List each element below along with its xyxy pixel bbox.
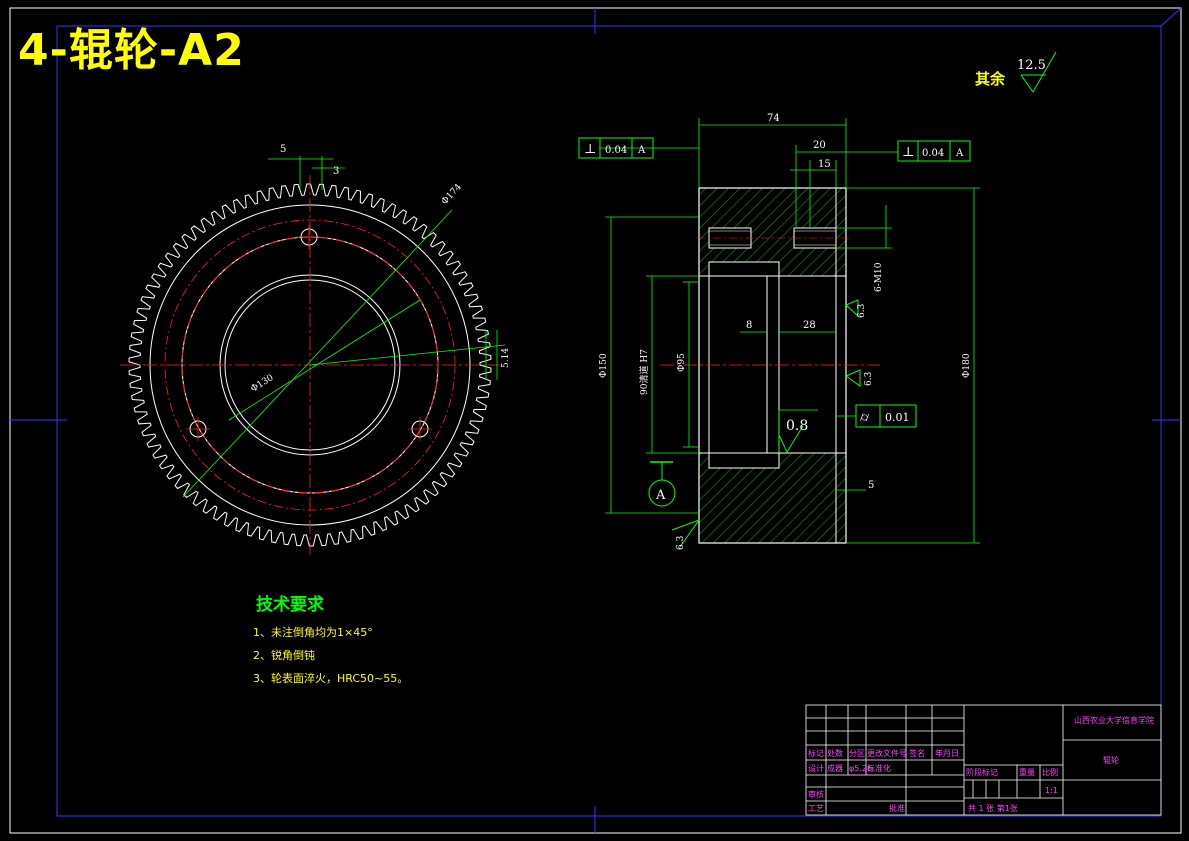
tb-date: 年月日: [935, 748, 959, 758]
tooth-leader: [309, 344, 506, 366]
bolt-hole: [186, 417, 210, 441]
tb-school: 山西农业大学信息学院: [1074, 715, 1154, 725]
inner-border: [56, 25, 1162, 817]
tech-requirements-title: 技术要求: [256, 595, 324, 615]
diameter-leader-174: [182, 209, 453, 498]
dim-5-label: 5: [280, 144, 286, 155]
roughness-6.3-upper: 6.3: [857, 303, 867, 318]
tb-audit: 审核: [808, 789, 824, 799]
tb-stage: 阶段标记: [966, 767, 998, 777]
dim-180-label: Φ180: [962, 353, 972, 378]
front-view: 5 3 Φ174 Φ130 5.14: [120, 144, 511, 555]
svg-text:⌭: ⌭: [860, 410, 870, 425]
tb-change-doc: 更改文件号: [867, 748, 907, 758]
dim-bore-label: Φ95: [677, 353, 687, 372]
roughness-symbol-upper: [845, 299, 859, 318]
tb-scale-value: 1:1: [1045, 786, 1058, 795]
tolerance-frame-left: ⊥ 0.04 A: [578, 137, 654, 159]
roughness-6.3-middle: 6.3: [864, 371, 874, 386]
dim-28-label: 28: [803, 320, 816, 331]
tb-approve: 批准: [889, 803, 905, 813]
lower-hatch-region: [698, 452, 847, 544]
title-block-text: 标记 处数 分区 更改文件号 签名 年月日 设计 成器 φ5.26 标准化 审核…: [808, 715, 1154, 813]
outer-border: [9, 7, 1182, 834]
dim-90-label: 90清道 H7: [638, 349, 650, 395]
svg-text:A: A: [637, 145, 646, 156]
tb-mark: 标记: [808, 748, 824, 758]
tech-requirement-item: 3、轮表面淬火，HRC50~55。: [253, 672, 409, 685]
svg-text:A: A: [955, 148, 964, 159]
body-outline: [698, 187, 847, 544]
drawing-banner-title: 4-辊轮-A2: [18, 25, 245, 76]
tb-standard: 标准化: [867, 763, 891, 773]
title-block: [805, 704, 1162, 816]
svg-text:0.01: 0.01: [885, 411, 910, 424]
dim-150-label: Φ150: [599, 353, 609, 378]
bolt-hole: [408, 417, 432, 441]
dim-74-label: 74: [767, 113, 780, 124]
tb-scale: 比例: [1042, 767, 1058, 777]
svg-text:12.5: 12.5: [1017, 58, 1046, 73]
roughness-symbol-0.8: [778, 425, 804, 454]
dim-bore-dia-label: Φ130: [249, 373, 275, 395]
dim-5-side-label: 5: [868, 480, 874, 491]
diameter-leader-130: [228, 299, 421, 421]
tb-design: 设计: [808, 763, 824, 773]
dim-3-label: 3: [333, 166, 339, 177]
tb-zone: 分区: [849, 749, 865, 758]
dim-8-label: 8: [746, 320, 752, 331]
roughness-symbol-middle: [845, 369, 861, 387]
bolt-hole: [297, 225, 321, 249]
tb-part-name: 辊轮: [1103, 755, 1119, 765]
svg-text:0.04: 0.04: [605, 145, 627, 156]
tb-sheets: 共 1 张 第1张: [968, 803, 1018, 813]
svg-text:⊥: ⊥: [902, 145, 914, 160]
svg-text:A: A: [655, 488, 666, 503]
dim-15-label: 15: [818, 159, 831, 170]
dim-tooth-label: 5.14: [501, 348, 511, 368]
thread-label: 6-M10: [874, 262, 884, 292]
tb-designer: 成器: [827, 763, 843, 773]
tb-signature: 签名: [909, 748, 925, 758]
tech-requirement-item: 1、未注倒角均为1×45°: [253, 626, 373, 639]
datum-a-symbol: A: [648, 461, 676, 507]
roughness-symbol-lower: [671, 518, 701, 548]
tb-process: 工艺: [808, 804, 824, 813]
dim-20-label: 20: [813, 140, 826, 151]
general-roughness: 其余 12.5: [975, 51, 1057, 93]
tb-count: 处数: [827, 748, 843, 758]
tech-requirement-item: 2、锐角倒钝: [253, 649, 315, 662]
tb-code: φ5.26: [849, 764, 872, 773]
svg-text:⊥: ⊥: [584, 142, 596, 157]
tb-weight: 重量: [1019, 767, 1035, 777]
section-view: ⊥ 0.04 A ⊥ 0.04 A ⌭ 0.01 A 0.8: [578, 113, 980, 550]
svg-text:0.04: 0.04: [922, 148, 944, 159]
dim-outer-dia-label: Φ174: [440, 182, 464, 207]
roughness-0.8-label: 0.8: [786, 418, 808, 434]
roughness-6.3-lower: 6.3: [676, 535, 686, 550]
svg-text:其余: 其余: [975, 70, 1006, 88]
tolerance-frame-right: ⊥ 0.04 A: [897, 140, 971, 162]
tolerance-frame-cylindricity: ⌭ 0.01: [855, 404, 917, 428]
corner-mark: [1160, 7, 1182, 27]
